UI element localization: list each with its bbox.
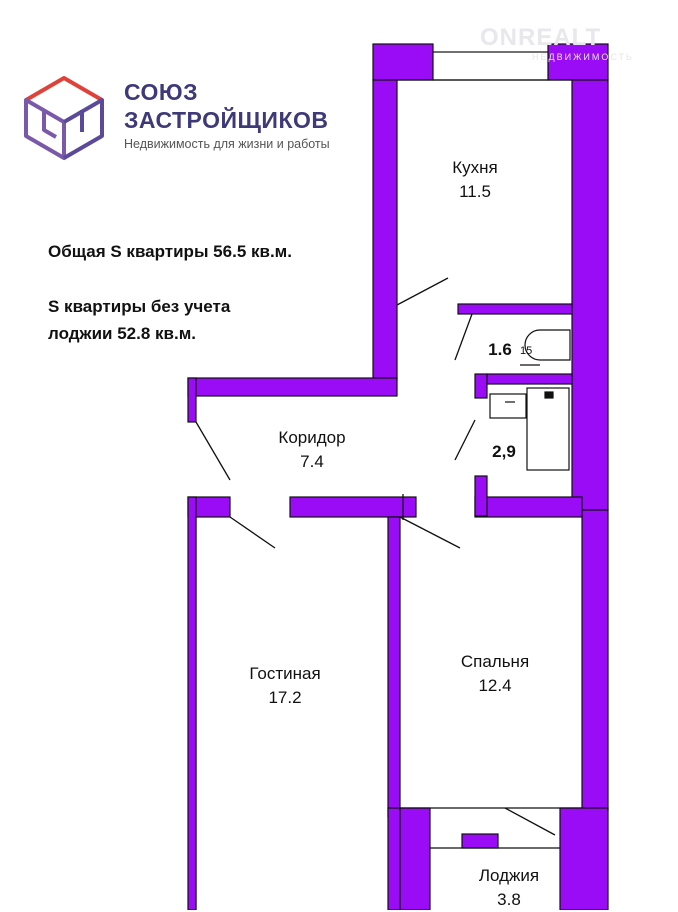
watermark-sub: НЕДВИЖИМОСТЬ — [532, 52, 634, 62]
room-living-area: 17.2 — [268, 688, 302, 707]
brand-logo-icon — [24, 76, 104, 160]
brand-name-line1: СОЮЗ — [124, 79, 199, 105]
door-living — [229, 516, 276, 549]
room-bedroom: Спальня 12.4 — [436, 650, 554, 698]
wall-loggia-right — [559, 807, 609, 910]
room-toilet: 1.6 — [478, 338, 522, 362]
doors — [195, 277, 556, 910]
wall-kitchen-top-left — [372, 43, 434, 81]
brand-tagline: Недвижимость для жизни и работы — [124, 137, 330, 151]
wall-living-left — [187, 496, 197, 910]
wall-bathroom-left-lower — [474, 475, 488, 517]
wall-kitchen-left — [372, 79, 398, 381]
bathroom-fixtures: 15 — [489, 329, 571, 471]
room-living: Гостиная 17.2 — [226, 662, 344, 710]
wall-toilet-top — [457, 303, 573, 315]
wall-loggia-mid — [461, 833, 499, 849]
wall-right-exterior-lower — [581, 509, 609, 811]
area-without-loggia-line2: лоджии 52.8 кв.м. — [48, 324, 196, 343]
door-bedroom — [399, 516, 461, 549]
room-corridor: Коридор 7.4 — [254, 426, 370, 474]
door-loggia — [504, 807, 556, 836]
watermark-name: ONREALT — [480, 24, 602, 51]
room-bedroom-name: Спальня — [460, 652, 530, 671]
wall-toilet-bottom — [486, 373, 573, 385]
room-corridor-area: 7.4 — [300, 452, 324, 471]
wall-bedroom-top — [289, 496, 417, 518]
room-outlines — [195, 51, 582, 910]
room-corridor-name: Коридор — [278, 428, 346, 447]
room-kitchen: Кухня 11.5 — [430, 156, 520, 204]
wall-kitchen-top-right — [547, 43, 609, 81]
area-without-loggia-line1: S квартиры без учета — [48, 297, 231, 316]
wall-corridor-top — [187, 377, 398, 397]
wall-living-bedroom — [387, 516, 401, 818]
room-toilet-area: 1.6 — [488, 340, 512, 359]
room-kitchen-name: Кухня — [452, 158, 498, 177]
room-bathroom: 2,9 — [482, 440, 526, 464]
wall-bathroom-bottom — [474, 496, 583, 518]
door-entrance — [195, 421, 231, 481]
room-loggia-area: 3.8 — [497, 890, 521, 909]
door-kitchen — [396, 277, 449, 306]
wall-corridor-left — [187, 377, 197, 423]
room-bedroom-area: 12.4 — [478, 676, 512, 695]
room-kitchen-area: 11.5 — [459, 182, 491, 201]
door-toilet — [454, 313, 473, 361]
wall-right-exterior — [571, 79, 609, 511]
walls — [187, 43, 609, 910]
room-living-name: Гостиная — [249, 664, 321, 683]
room-loggia-name: Лоджия — [478, 866, 540, 885]
toilet-bowl — [524, 329, 571, 361]
sink — [489, 393, 527, 419]
total-area-text: Общая S квартиры 56.5 кв.м. — [48, 242, 292, 261]
bathtub — [526, 387, 570, 471]
room-bathroom-area: 2,9 — [492, 442, 516, 461]
wall-loggia-left — [387, 807, 431, 910]
brand-name-line2: ЗАСТРОЙЩИКОВ — [124, 107, 329, 133]
wall-bathroom-left — [474, 373, 488, 399]
room-loggia: Лоджия 3.8 — [454, 864, 564, 912]
door-bathroom — [454, 419, 476, 461]
svg-text:15: 15 — [520, 345, 532, 357]
